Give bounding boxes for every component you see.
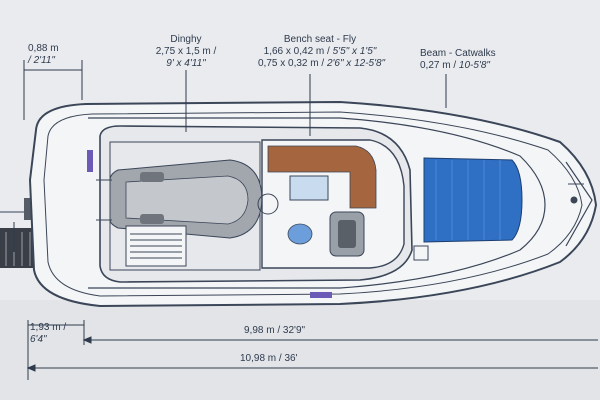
overall-length-label: 10,98 m / 36'	[240, 353, 298, 364]
beam-values: 0,27 m / 10-5'8"	[420, 60, 496, 72]
dinghy-label: Dinghy 2,75 x 1,5 m / 9' x 4'11"	[146, 34, 226, 70]
dinghy-metric: 2,75 x 1,5 m /	[155, 46, 217, 57]
fly-table	[289, 175, 329, 201]
paper-lower-shade	[0, 300, 600, 400]
platform-label: 1,93 m / 6'4"	[30, 322, 66, 346]
bench-line1-imperial: 5'5" x 1'5"	[332, 46, 377, 57]
bench-line2-imperial: 2'6" x 12-5'8"	[326, 58, 386, 69]
bench-line2: 0,75 x 0,32 m / 2'6" x 12-5'8"	[258, 58, 386, 70]
platform-imperial: 6'4"	[30, 334, 47, 345]
platform-metric: 1,93 m /	[30, 322, 67, 333]
dinghy-imperial: 9' x 4'11"	[166, 58, 206, 69]
bench-line1-metric: 1,66 x 0,42 m /	[263, 46, 330, 57]
deck-hatch	[125, 225, 187, 267]
bench-label: Bench seat - Fly 1,66 x 0,42 m / 5'5" x …	[258, 34, 386, 70]
dinghy	[96, 159, 263, 239]
beam-imperial: 10-5'8"	[458, 60, 490, 71]
top-width-imperial-value: 2'11"	[33, 55, 55, 66]
flybridge	[257, 139, 405, 269]
helm-seat	[287, 223, 313, 245]
beam-metric: 0,27 m /	[420, 60, 457, 71]
beam-title: Beam - Catwalks	[420, 48, 496, 59]
bottom-dimension-lines	[26, 320, 598, 380]
dinghy-title: Dinghy	[170, 34, 202, 45]
top-width-imperial: / 2'11"	[28, 55, 55, 66]
top-width-metric: 0,88 m	[28, 43, 59, 54]
bench-seat	[267, 145, 377, 209]
leader-lines	[13, 70, 447, 252]
top-width-dimension	[23, 60, 83, 120]
hull-length-label: 9,98 m / 32'9"	[244, 325, 306, 336]
top-width-label: 0,88 m / 2'11"	[28, 43, 59, 67]
bench-title: Bench seat - Fly	[283, 34, 357, 45]
bench-line2-metric: 0,75 x 0,32 m /	[258, 58, 325, 69]
bow-sunpad	[413, 157, 523, 261]
bench-line1: 1,66 x 0,42 m / 5'5" x 1'5"	[258, 46, 382, 58]
beam-label: Beam - Catwalks 0,27 m / 10-5'8"	[420, 48, 496, 72]
